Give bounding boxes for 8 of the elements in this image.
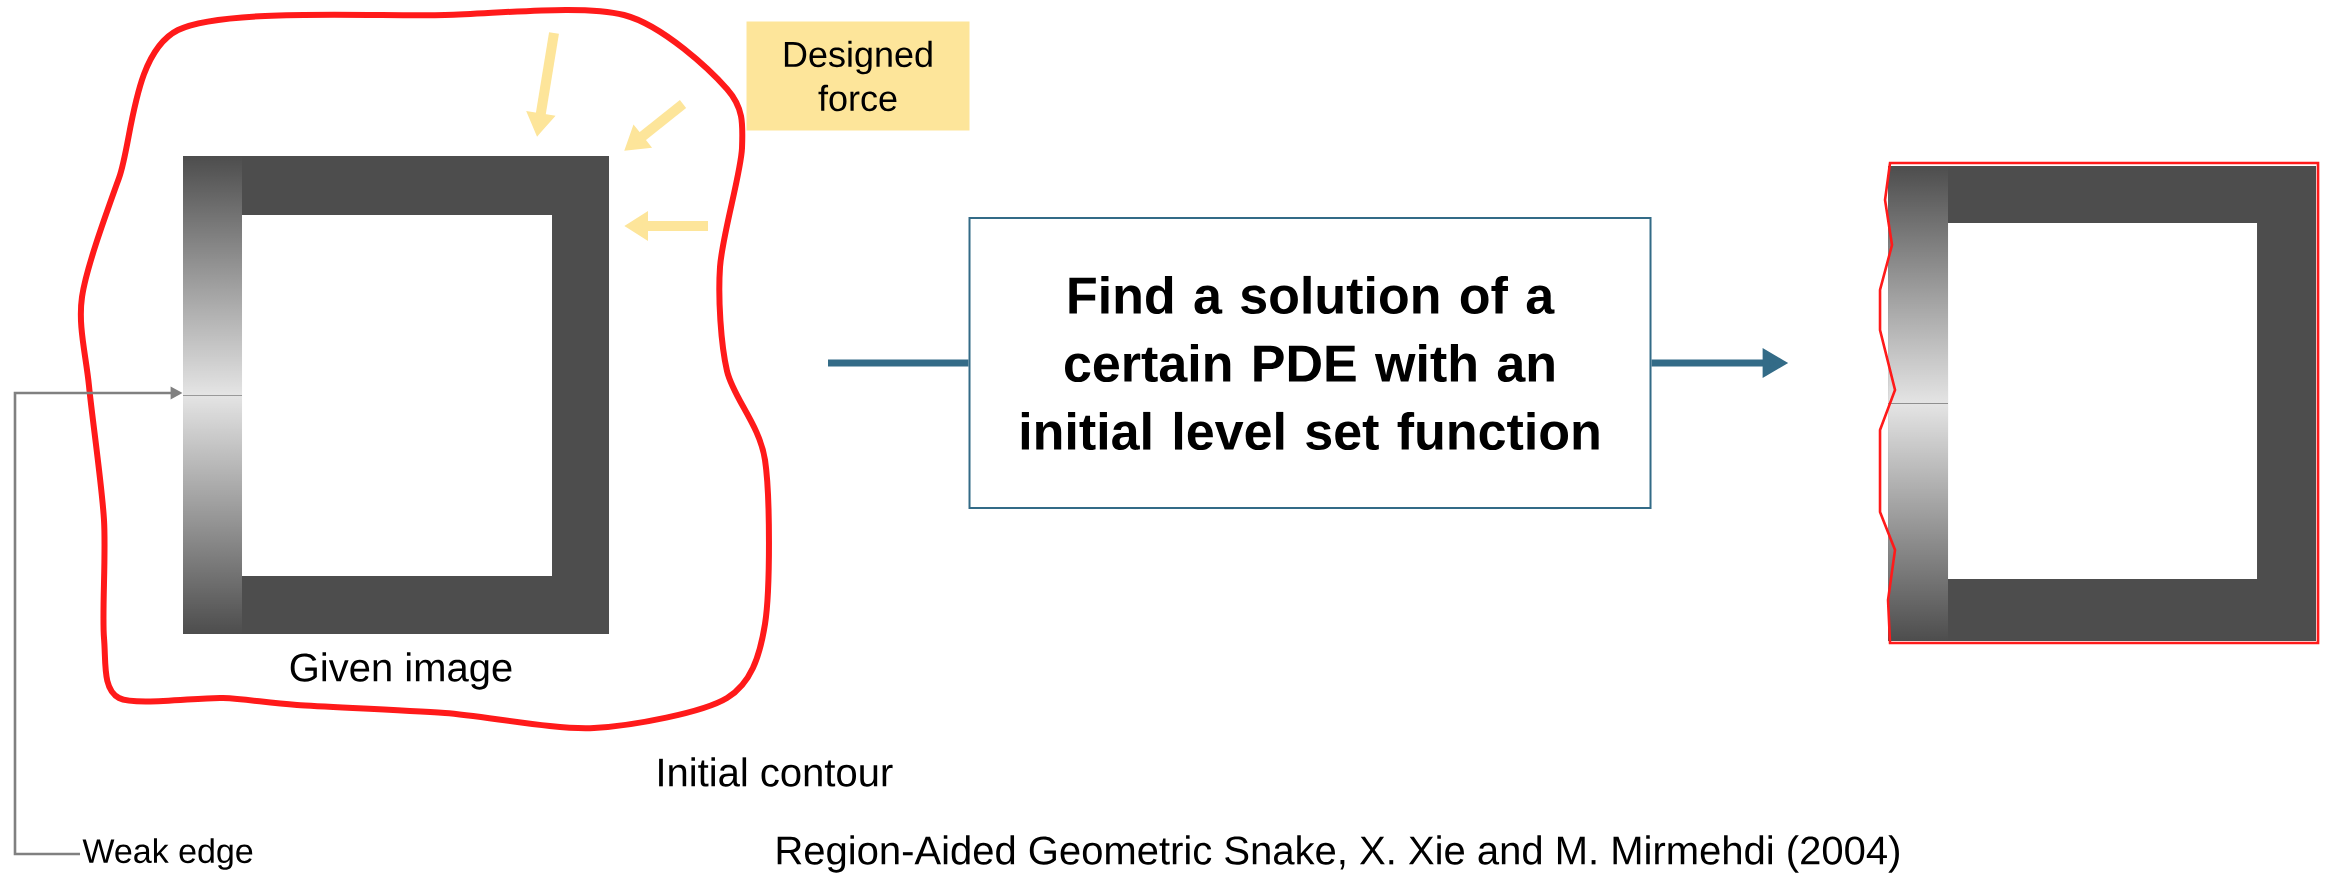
caption-text: Region-Aided Geometric Snake, X. Xie and M. Mirmehdi (2004) (777, 835, 1899, 873)
caption-text: Initial contour (659, 757, 893, 787)
callout-box: Designed force (746, 21, 970, 131)
caption-text: Given image (290, 652, 512, 690)
image-drawing (1878, 161, 2320, 645)
leader-text: Weak edge (82, 838, 253, 870)
image-drawing (183, 156, 609, 634)
process-box: Find a solution of a certain PDE with an initial level set function (968, 217, 1652, 509)
